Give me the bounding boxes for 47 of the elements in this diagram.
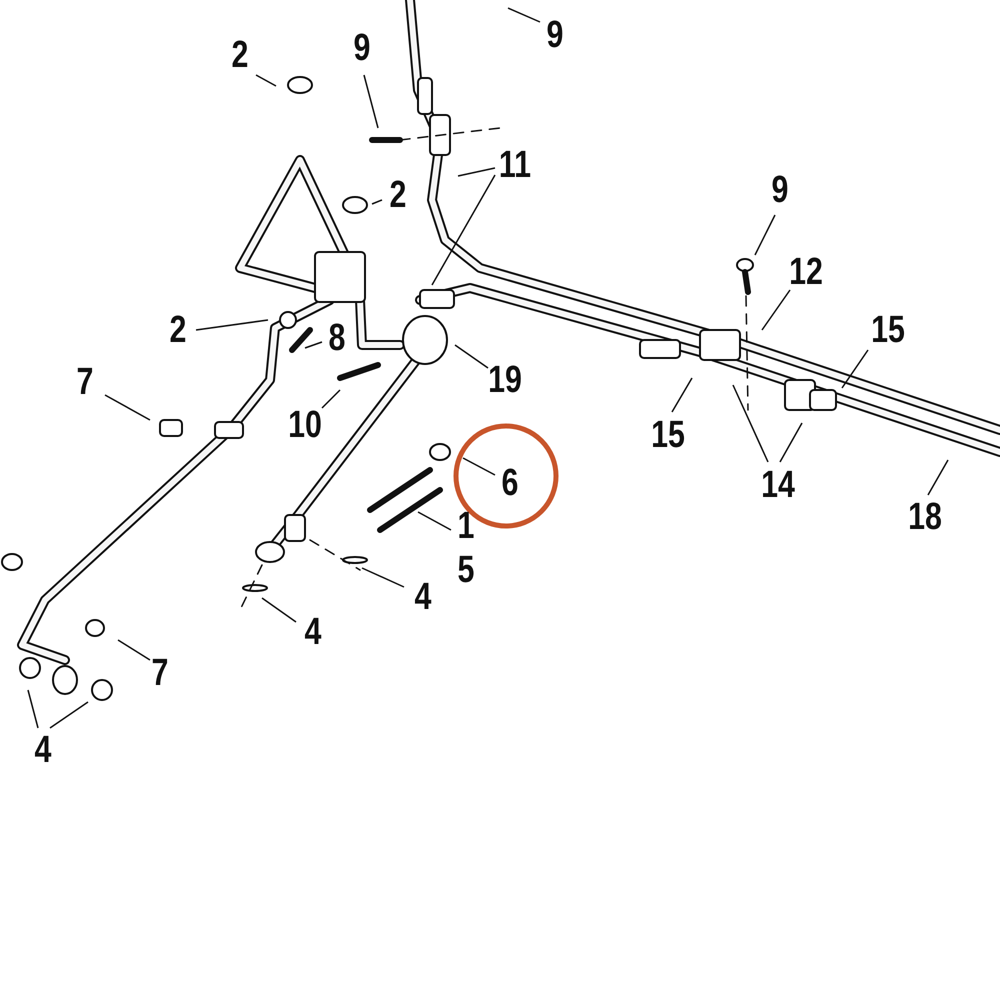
leader-line	[362, 567, 404, 588]
leader-line	[927, 460, 949, 496]
leader-line	[418, 511, 452, 531]
leader-line	[761, 290, 791, 330]
leader-line	[462, 457, 496, 476]
callout-number: 19	[485, 360, 525, 400]
callout-number: 14	[758, 465, 798, 505]
callout-number: 18	[905, 497, 945, 537]
callout-number: 2	[378, 175, 418, 215]
callout-number: 1 5	[454, 504, 478, 592]
leader-line	[196, 319, 268, 331]
leader-line	[754, 214, 776, 256]
callout-number: 11	[495, 145, 535, 185]
leader-line	[671, 378, 693, 412]
callout-number: 4	[293, 612, 333, 652]
leader-line	[458, 167, 496, 177]
leader-line	[304, 341, 322, 349]
leader-line	[27, 690, 39, 728]
leader-line	[372, 199, 382, 205]
leader-line	[431, 174, 496, 286]
callout-number: 4	[403, 577, 443, 617]
callout-number: 2	[220, 35, 260, 75]
leader-line	[321, 389, 341, 409]
callout-number: 6	[490, 463, 530, 503]
callout-number: 15	[868, 310, 908, 350]
leader-line	[50, 701, 88, 729]
leader-line	[104, 394, 150, 421]
callout-number: 8	[317, 318, 357, 358]
leader-line	[262, 597, 296, 623]
callout-number: 4	[23, 730, 63, 770]
leader-line	[508, 7, 540, 23]
callout-number: 9	[760, 170, 800, 210]
leader-line	[841, 350, 869, 388]
callout-number: 7	[140, 653, 180, 693]
leader-line	[363, 74, 379, 128]
callout-number: 15	[648, 415, 688, 455]
leader-line	[256, 74, 276, 87]
callout-number: 12	[786, 252, 826, 292]
callout-number: 10	[285, 405, 325, 445]
leader-line	[779, 422, 803, 462]
leader-line	[732, 384, 769, 462]
callout-number: 7	[65, 362, 105, 402]
callout-number: 9	[342, 28, 382, 68]
callout-number: 9	[535, 15, 575, 55]
leader-line	[118, 639, 150, 661]
leader-line	[454, 344, 488, 369]
callout-number: 2	[158, 310, 198, 350]
